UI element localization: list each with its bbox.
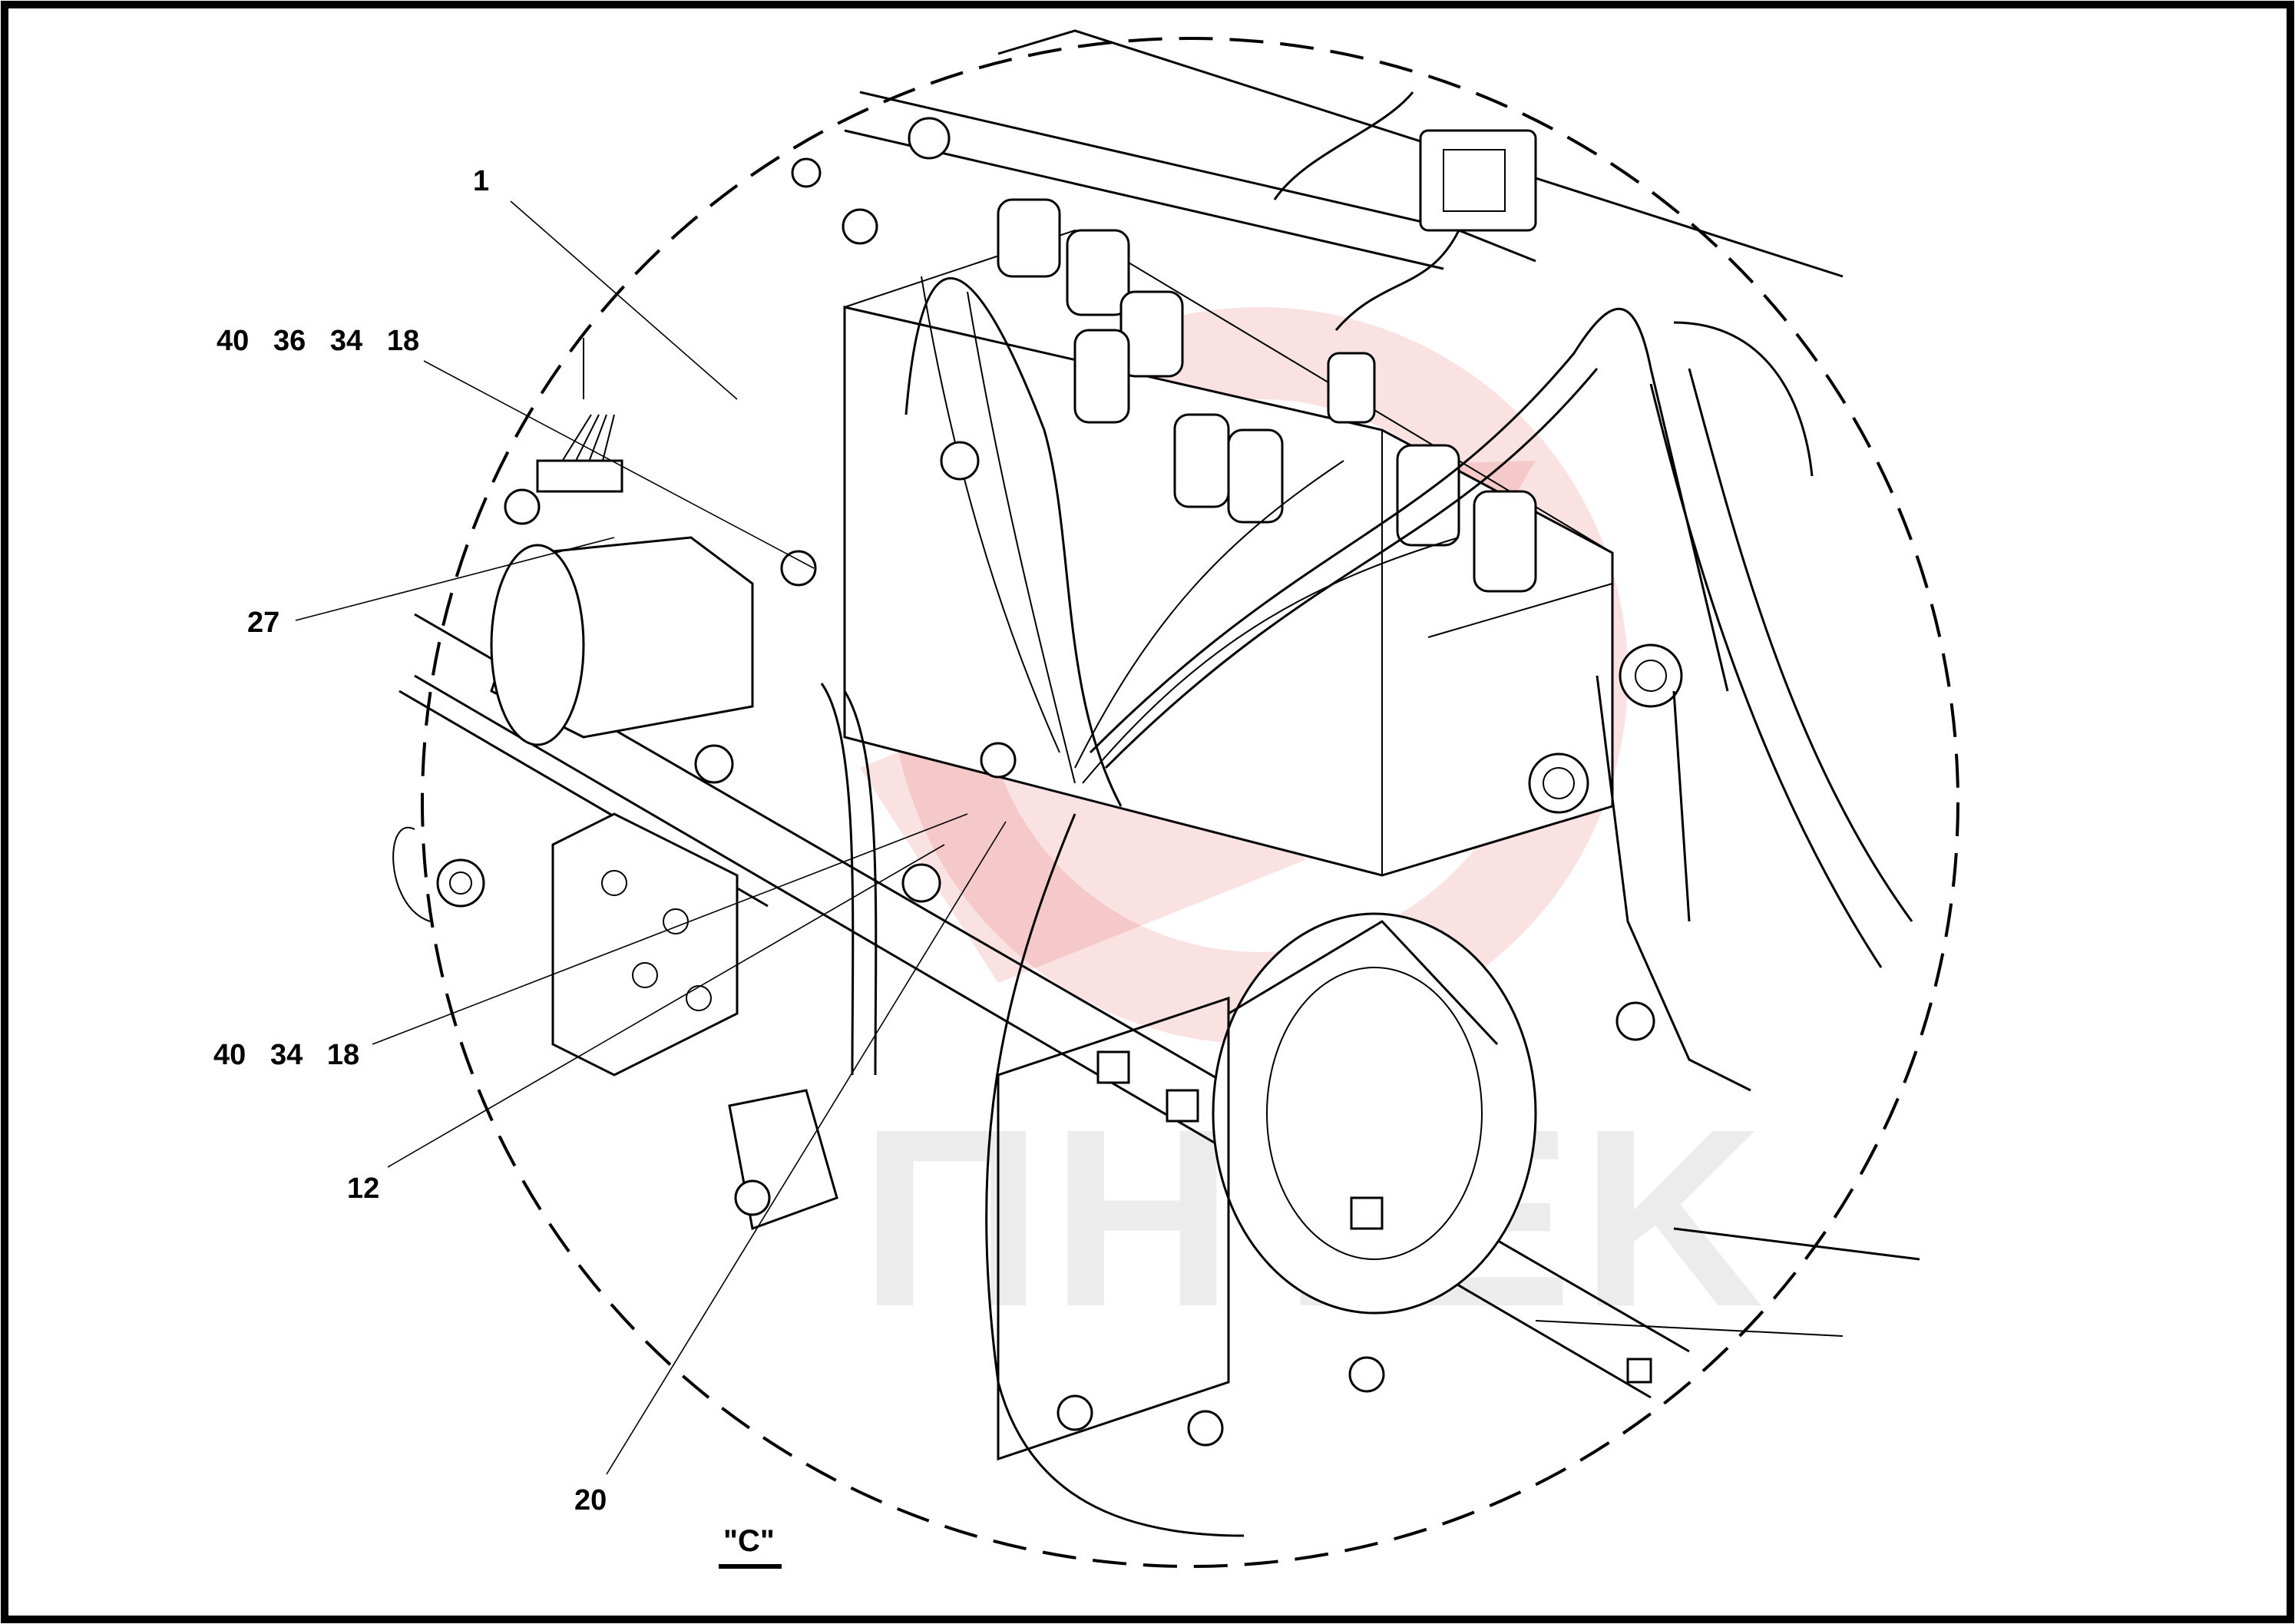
callout-40-34-18: 40 34 18: [213, 1039, 359, 1071]
callout-40-36-34-18: 40 36 34 18: [217, 325, 419, 357]
callout-12: 12: [347, 1173, 379, 1205]
callout-20: 20: [574, 1484, 607, 1517]
callout-1: 1: [473, 165, 489, 197]
view-label-group: "C": [719, 1524, 782, 1569]
view-label: "C": [723, 1524, 775, 1558]
callout-27: 27: [247, 607, 279, 639]
leader-lines: [295, 200, 1007, 1475]
assembly-line-art: [392, 29, 1920, 1537]
detail-view-boundary: [421, 37, 1959, 1568]
callout-labels: 1 40 36 34 18 27 40 34 18 12 20: [213, 165, 607, 1517]
